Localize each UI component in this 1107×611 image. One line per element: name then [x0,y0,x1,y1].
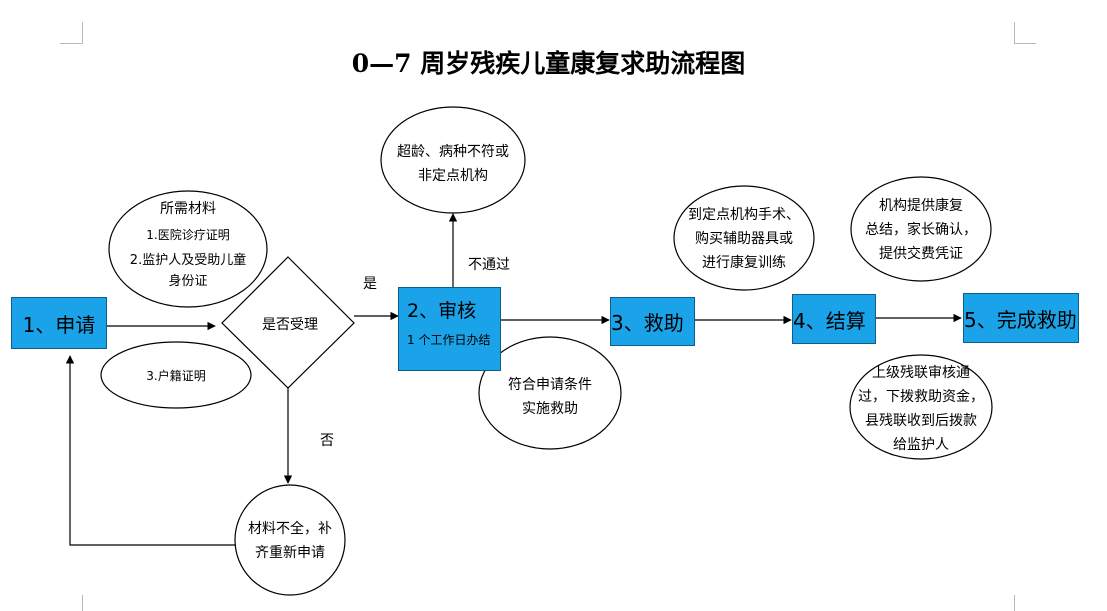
rejected-ellipse [380,106,526,214]
incomplete-text: 材料不全，补 齐重新申请 [235,517,345,565]
crop-mark [82,595,83,611]
materials-heading: 所需材料 [160,201,216,217]
institution-line1: 机构提供康复 [879,198,963,214]
institution-line3: 提供交费凭证 [879,246,963,262]
rejected-line1: 超龄、病种不符或 [397,144,509,160]
step-review-note: 1 个工作日办结 [407,333,491,347]
step-aid-label: 3、救助 [611,311,684,335]
step-aid-box: 3、救助 [610,297,695,346]
qualified-line2: 实施救助 [522,401,578,417]
rejected-text: 超龄、病种不符或 非定点机构 [381,140,525,188]
step-apply-label: 1、申请 [22,312,96,337]
step-review-box: 2、审核 1 个工作日办结 [398,287,501,371]
qualified-ellipse [478,336,622,450]
rehab-line3: 进行康复训练 [702,255,786,271]
crop-mark [82,22,83,44]
funding-ellipse [849,354,993,460]
rehab-line1: 到定点机构手术、 [688,207,800,223]
step-complete-label: 5、完成救助 [964,307,1077,332]
step-settle-label: 4、结算 [793,308,866,333]
materials-item1: 1.医院诊疗证明 [146,228,230,242]
qualified-text: 符合申请条件 实施救助 [479,373,621,421]
crop-mark [1014,43,1036,44]
arrow-incomplete-to-apply [65,355,236,546]
rehab-text: 到定点机构手术、 购买辅助器具或 进行康复训练 [674,203,814,275]
household-text: 3.户籍证明 [146,369,206,383]
edge-label-yes: 是 [363,276,377,292]
edge-label-not-passed: 不通过 [468,257,510,273]
materials-item2b: 身份证 [168,274,208,289]
crop-mark [1014,22,1015,44]
edge-label-no: 否 [320,433,334,449]
funding-line1: 上级残联审核通 [872,365,970,381]
institution-ellipse [850,176,992,282]
funding-line4: 给监护人 [893,437,949,453]
step-settle-box: 4、结算 [792,294,876,344]
step-complete-box: 5、完成救助 [963,293,1079,343]
crop-mark [60,43,82,44]
decision-label: 是否受理 [262,317,318,333]
step-apply-box: 1、申请 [11,297,107,349]
materials-text: 所需材料 1.医院诊疗证明 2.监护人及受助儿童 身份证 [109,196,267,290]
crop-mark [1014,595,1015,611]
page-title: 0—7 周岁残疾儿童康复求助流程图 [351,49,746,78]
household-ellipse [100,341,252,409]
incomplete-line1: 材料不全，补 [248,521,332,537]
materials-ellipse [108,190,268,308]
funding-line3: 县残联收到后拨款 [865,413,977,429]
rehab-line2: 购买辅助器具或 [695,231,793,247]
institution-line2: 总结，家长确认， [865,222,977,238]
rehab-ellipse [673,185,815,291]
incomplete-ellipse [234,484,346,596]
institution-text: 机构提供康复 总结，家长确认， 提供交费凭证 [851,194,991,266]
rejected-line2: 非定点机构 [418,168,488,184]
step-review-label: 2、审核 [407,300,477,322]
incomplete-line2: 齐重新申请 [255,545,325,561]
materials-item2a: 2.监护人及受助儿童 [129,253,247,268]
qualified-line1: 符合申请条件 [508,377,592,393]
funding-line2: 过，下拨救助资金， [858,389,984,405]
funding-text: 上级残联审核通 过，下拨救助资金， 县残联收到后拨款 给监护人 [850,361,992,457]
